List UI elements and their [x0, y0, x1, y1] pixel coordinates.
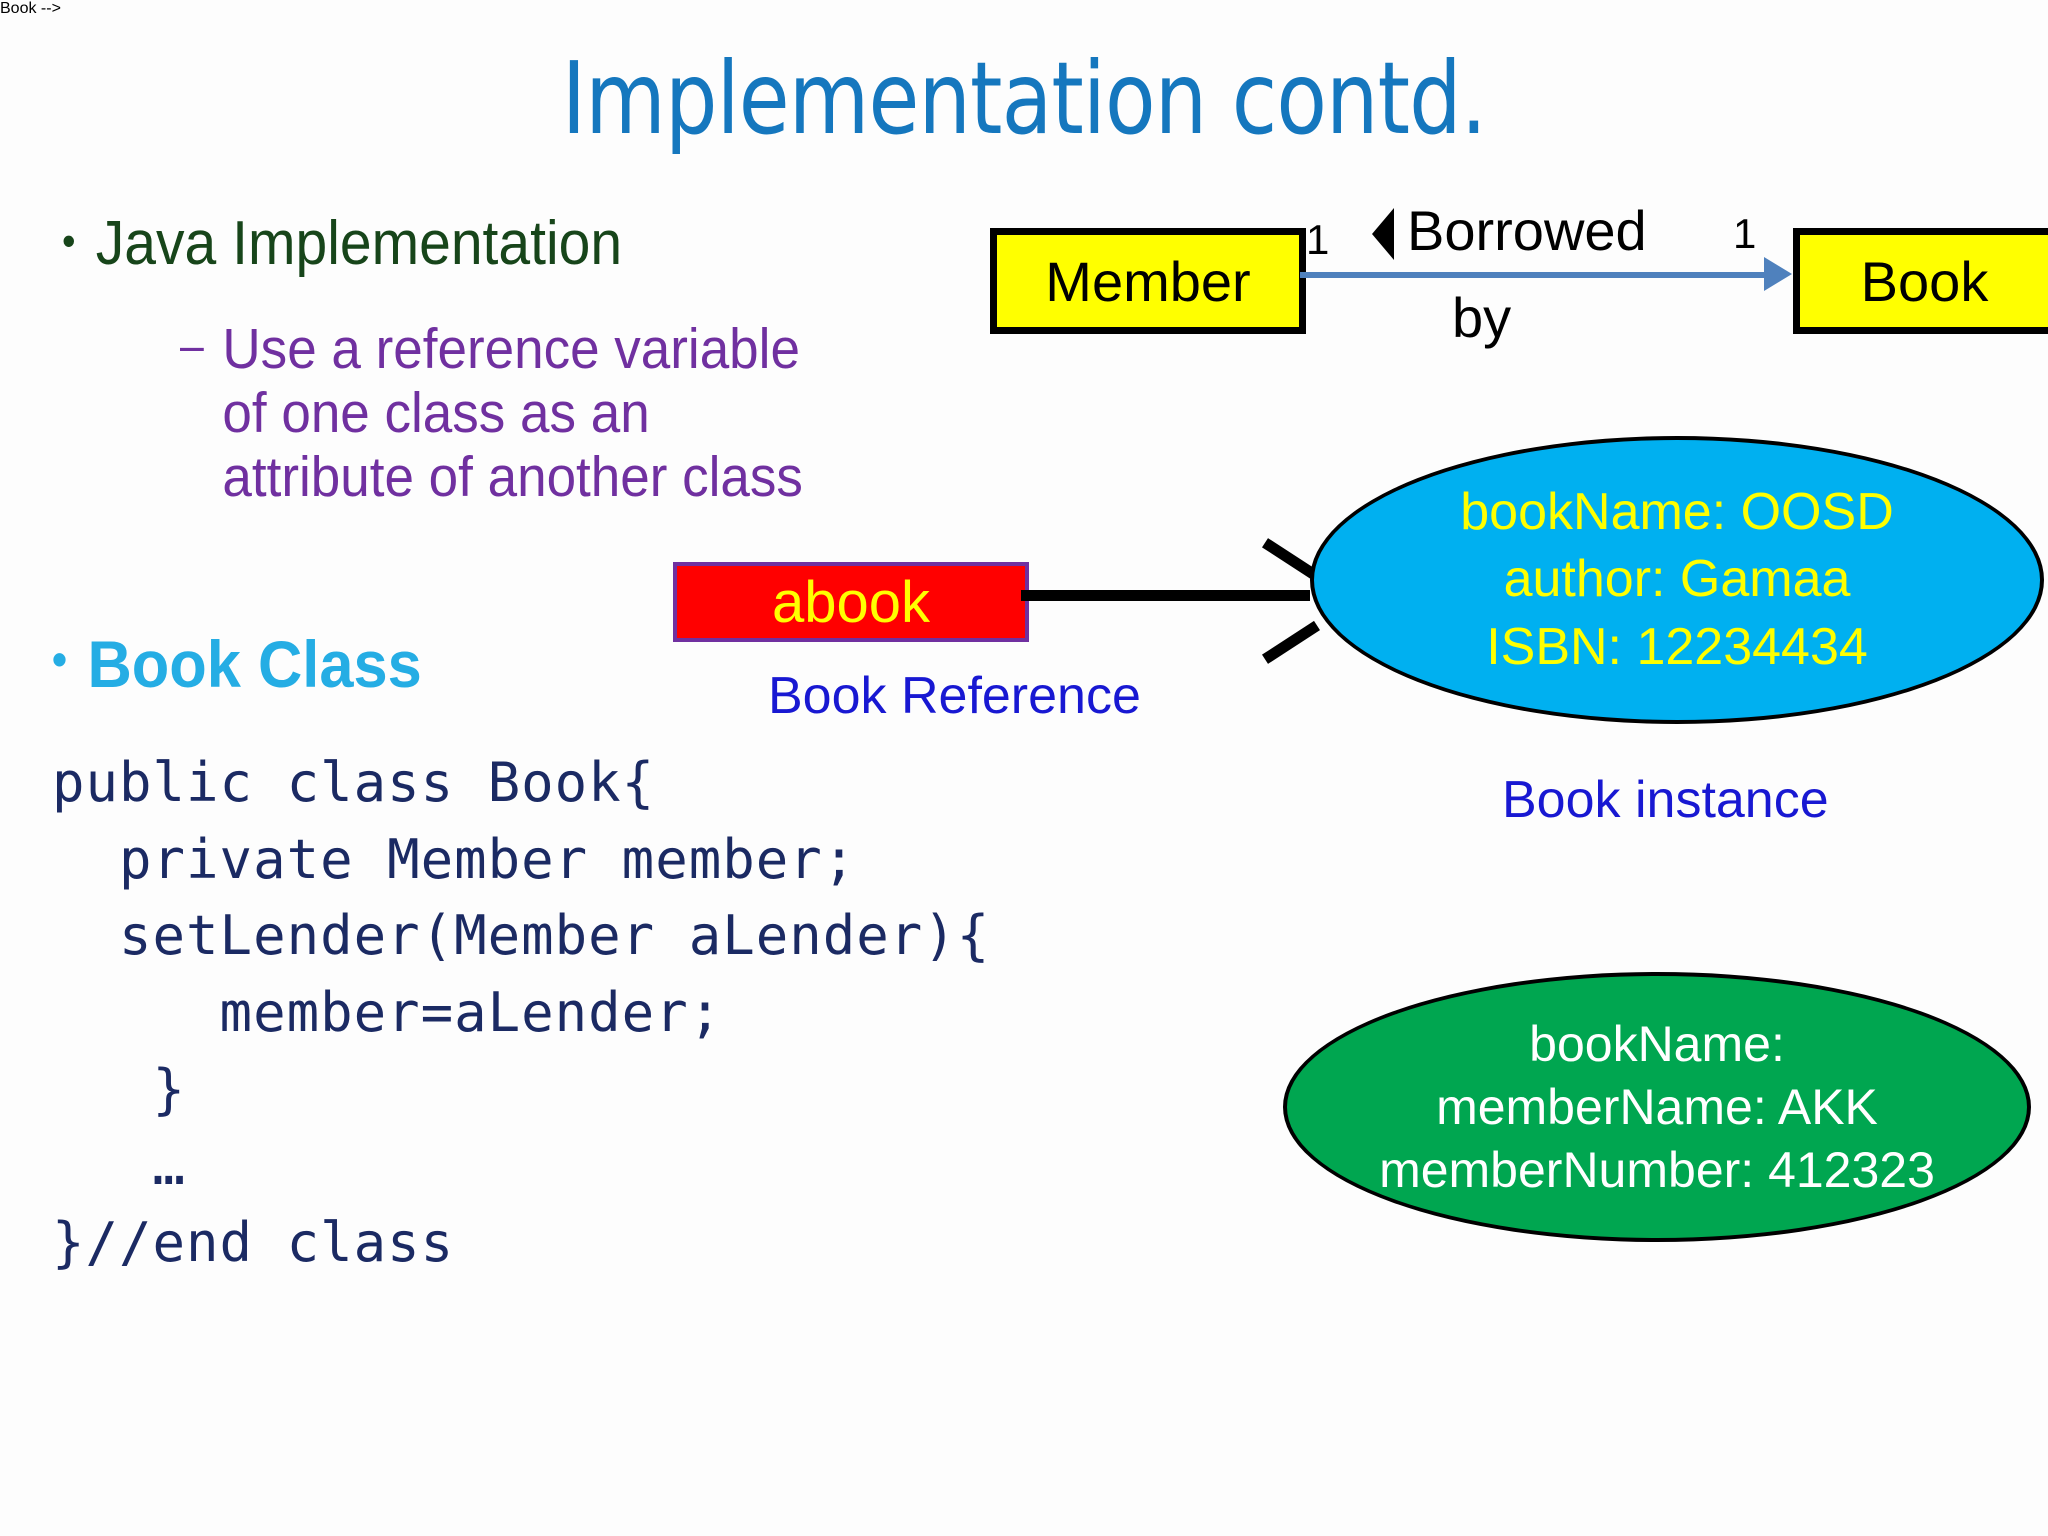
- bullet-java-implementation: • Java Implementation: [62, 208, 622, 279]
- bullet-marker-dot: •: [62, 217, 76, 264]
- bullet-use-reference-variable: – Use a reference variable of one class …: [180, 317, 803, 509]
- bullet-marker-dash: –: [180, 319, 204, 371]
- class-box-book: Book: [1793, 228, 2048, 334]
- reading-direction-triangle-icon: [1372, 208, 1394, 260]
- use-reference-line-1: Use a reference variable: [222, 317, 800, 381]
- object-ellipse-member-instance: bookName: memberName: AKK memberNumber: …: [1283, 972, 2031, 1242]
- use-reference-line-2: of one class as an: [222, 380, 650, 445]
- member-attr-membernumber: memberNumber: 412323: [1379, 1141, 1935, 1198]
- bullet-label-use-reference: Use a reference variable of one class as…: [222, 317, 803, 509]
- association-label-line2: by: [1452, 286, 1512, 349]
- multiplicity-target: 1: [1733, 210, 1757, 257]
- reference-box-abook: abook: [673, 562, 1029, 642]
- caption-book-reference: Book Reference: [768, 667, 1141, 725]
- bullet-marker-dot: •: [52, 633, 67, 685]
- use-reference-line-3: attribute of another class: [222, 444, 803, 509]
- book-attr-author: author: Gamaa: [1503, 550, 1851, 609]
- reference-arrowhead-lower-icon: [1262, 620, 1320, 664]
- class-box-member: Member: [990, 228, 1306, 334]
- reference-arrow-line: [1021, 590, 1310, 601]
- java-code-block: public class Book{ private Member member…: [52, 751, 991, 1275]
- multiplicity-source: 1: [1306, 216, 1330, 263]
- bullet-label-java-implementation: Java Implementation: [95, 209, 623, 278]
- member-attr-bookname: bookName:: [1529, 1015, 1785, 1072]
- book-attr-isbn: ISBN: 12234434: [1486, 617, 1868, 676]
- book-attr-bookname: bookName: OOSD: [1460, 482, 1894, 541]
- caption-book-instance: Book instance: [1502, 771, 1829, 829]
- bullet-label-book-class: Book Class: [87, 627, 422, 701]
- member-attr-membername: memberName: AKK: [1436, 1078, 1878, 1135]
- bullet-book-class: • Book Class: [52, 626, 422, 702]
- association-line: [1300, 272, 1778, 278]
- page-title: Implementation contd.: [561, 41, 1487, 158]
- object-ellipse-book-instance: bookName: OOSD author: Gamaa ISBN: 12234…: [1310, 436, 2044, 724]
- association-arrowhead-icon: [1764, 257, 1792, 291]
- association-label-line1: Borrowed: [1407, 199, 1647, 262]
